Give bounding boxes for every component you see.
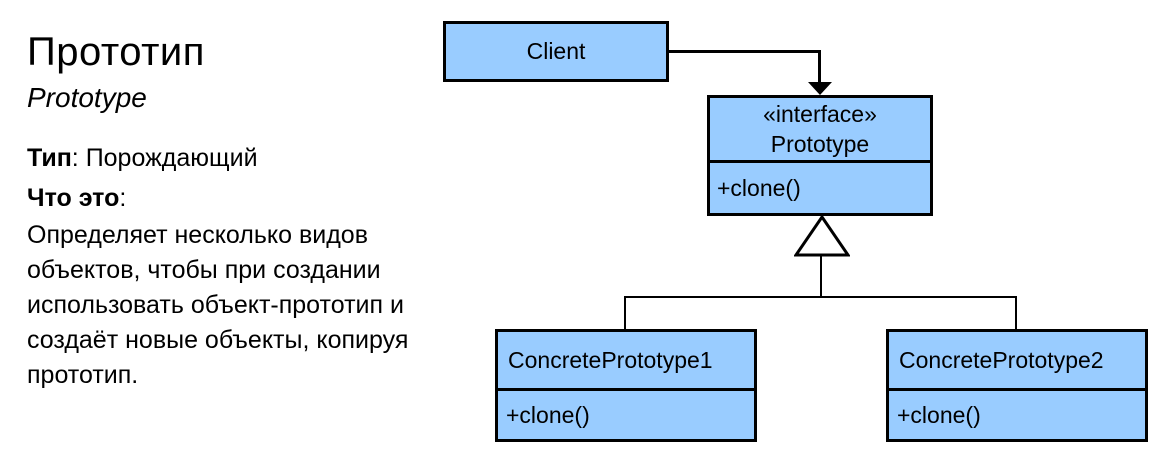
pattern-type-line: Тип: Порождающий (27, 138, 447, 178)
association-line-vertical (818, 50, 821, 83)
association-line-horizontal (668, 50, 821, 53)
uml-class-concrete-prototype-1: ConcretePrototype1 +clone() (495, 329, 757, 442)
type-label: Тип (27, 144, 72, 172)
what-is-line: Что это: (27, 178, 447, 218)
generalization-line-vertical (820, 255, 822, 297)
solid-arrowhead-down-icon (808, 82, 832, 95)
concrete2-method-compartment: +clone() (889, 391, 1145, 439)
pattern-meta: Тип: Порождающий Что это: (27, 138, 447, 218)
pattern-title-en: Prototype (27, 82, 147, 113)
client-class-name: Client (526, 38, 586, 64)
type-value: : Порождающий (71, 144, 258, 172)
uml-class-concrete-prototype-2: ConcretePrototype2 +clone() (886, 329, 1148, 442)
interface-name-compartment: «interface» Prototype (710, 98, 930, 163)
uml-class-prototype-interface: «interface» Prototype +clone() (707, 95, 933, 216)
generalization-stub-left (624, 296, 626, 329)
concrete2-method-clone: +clone() (897, 401, 981, 428)
description-line: прототип. (27, 361, 139, 389)
generalization-stub-right (1015, 296, 1017, 329)
interface-method-clone: +clone() (717, 174, 801, 201)
concrete1-name-compartment: ConcretePrototype1 (498, 332, 754, 391)
concrete1-method-clone: +clone() (506, 401, 590, 428)
what-is-label: Что это (27, 184, 120, 212)
what-is-colon: : (119, 184, 127, 212)
concrete1-class-name: ConcretePrototype1 (508, 346, 713, 373)
description-line: объектов, чтобы при создании (27, 256, 381, 284)
pattern-title-ru: Прототип (27, 30, 205, 74)
uml-class-client: Client (443, 21, 669, 82)
description-line: создаёт новые объекты, копируя (27, 326, 409, 354)
interface-method-compartment: +clone() (710, 163, 930, 213)
interface-class-name: Prototype (770, 131, 870, 157)
concrete1-method-compartment: +clone() (498, 391, 754, 439)
interface-stereotype: «interface» (763, 101, 877, 127)
hollow-triangle-up-icon (793, 214, 851, 262)
description-line: Определяет несколько видов (27, 221, 368, 249)
pattern-description-text: Определяет несколько видов объектов, что… (27, 218, 447, 393)
concrete2-class-name: ConcretePrototype2 (899, 346, 1104, 373)
description-line: использовать объект-прототип и (27, 291, 404, 319)
generalization-line-horizontal (624, 296, 1017, 298)
pattern-description-panel: Прототип Prototype Тип: Порождающий Что … (27, 30, 447, 393)
concrete2-name-compartment: ConcretePrototype2 (889, 332, 1145, 391)
